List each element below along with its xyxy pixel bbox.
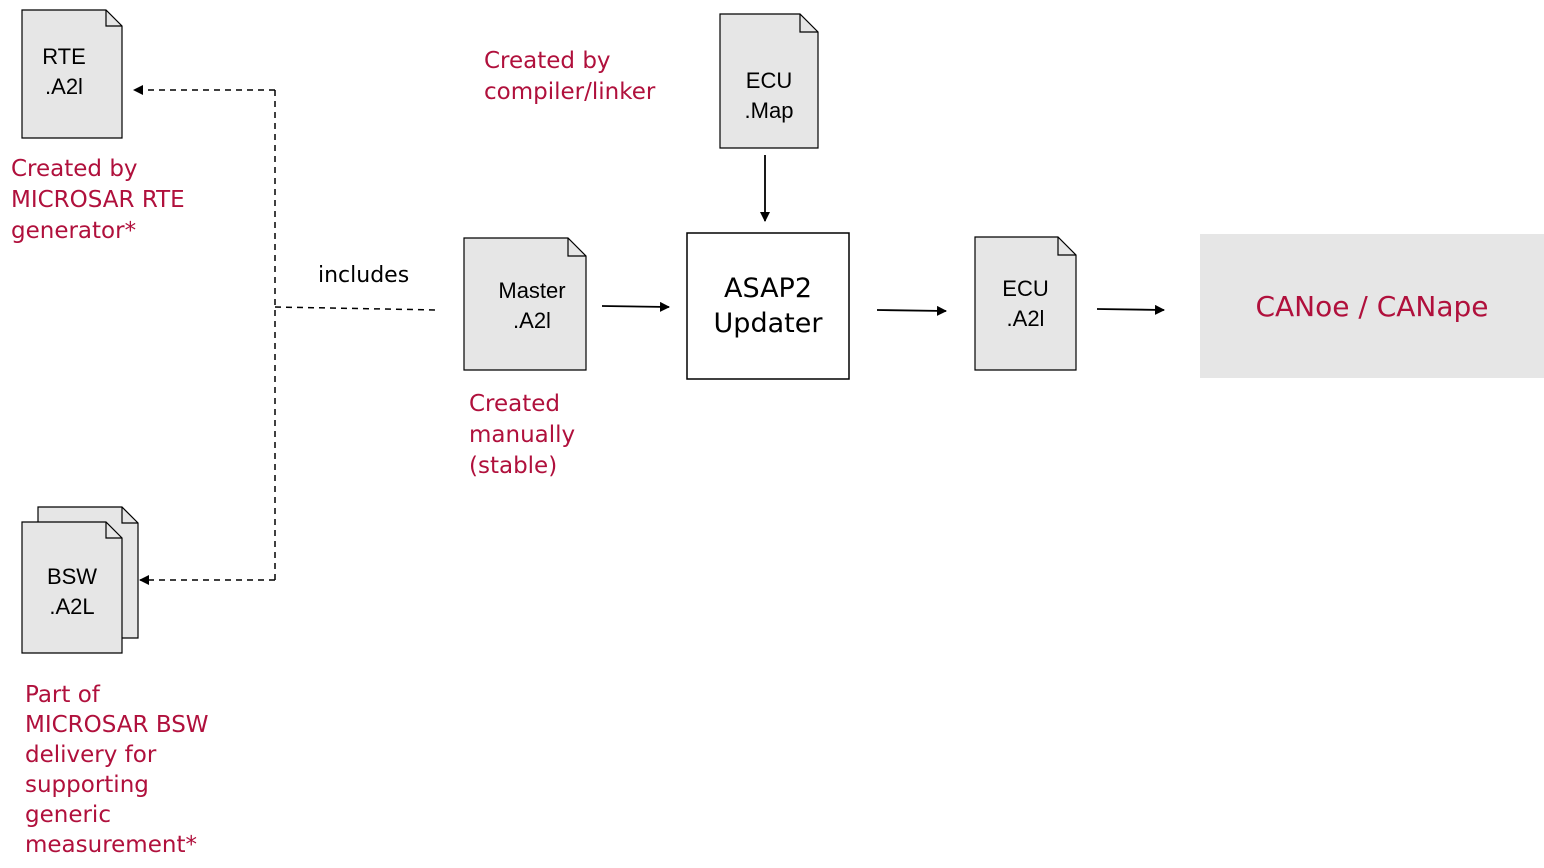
master-note-line: Created xyxy=(469,391,561,417)
arrow-ecu-a2l-to-tool xyxy=(1096,304,1165,315)
bsw-note-line: Part of xyxy=(25,682,100,708)
rte-name: RTE xyxy=(42,44,86,69)
ecu-a2l-document-icon xyxy=(974,236,1077,371)
rte-note-line: generator* xyxy=(11,218,137,244)
ecu-a2l-document-label: ECU .A2l xyxy=(975,274,1076,334)
ecu-map-document-icon xyxy=(719,13,819,149)
canoe-canape-label: CANoe / CANape xyxy=(1255,289,1489,323)
ecu-a2l-name: ECU xyxy=(1002,276,1049,301)
rte-note-line: Created by xyxy=(11,156,138,182)
master-note: Created manually (stable) xyxy=(469,389,575,482)
ecu-map-name: ECU xyxy=(745,68,793,93)
master-document-icon xyxy=(463,237,587,371)
bsw-name: BSW xyxy=(46,564,98,589)
updater-line-2: Updater xyxy=(713,308,823,339)
includes-label: includes xyxy=(318,263,410,288)
ecu-map-extension: .Map xyxy=(744,98,794,123)
ecu-map-document-label: ECU .Map xyxy=(720,66,818,126)
ecu-a2l-extension: .A2l xyxy=(1006,306,1045,331)
master-note-line: manually xyxy=(469,422,576,448)
bsw-note-line: MICROSAR BSW xyxy=(25,712,209,738)
rte-note: Created by MICROSAR RTE generator* xyxy=(11,154,185,247)
includes-connector xyxy=(133,85,439,585)
rte-extension: .A2l xyxy=(45,74,83,99)
bsw-extension: .A2L xyxy=(49,594,95,619)
flow-arrows xyxy=(601,155,1165,316)
bsw-note-line: supporting xyxy=(25,772,149,798)
bsw-note-line: measurement* xyxy=(25,832,197,858)
map-note-line: Created by xyxy=(484,48,611,74)
bsw-note: Part of MICROSAR BSW delivery for suppor… xyxy=(25,680,209,860)
rte-document-label: RTE .A2l xyxy=(22,42,106,102)
map-note-line: compiler/linker xyxy=(484,79,656,105)
arrow-updater-to-ecu-a2l xyxy=(876,305,947,316)
master-extension: .A2l xyxy=(513,308,551,333)
bsw-document-label: BSW .A2L xyxy=(22,562,122,622)
bsw-document-stack-icon xyxy=(21,506,139,654)
arrow-master-to-updater xyxy=(601,301,670,312)
bsw-note-line: delivery for xyxy=(25,742,157,768)
master-note-line: (stable) xyxy=(469,453,558,479)
rte-document-icon xyxy=(21,9,123,139)
canoe-canape-box: CANoe / CANape xyxy=(1200,234,1544,378)
asap2-updater-box xyxy=(686,232,850,380)
master-document-label: Master .A2l xyxy=(478,276,586,336)
updater-line-1: ASAP2 xyxy=(723,273,813,304)
asap2-updater-label: ASAP2 Updater xyxy=(687,271,849,341)
rte-note-line: MICROSAR RTE xyxy=(11,187,185,213)
map-note: Created by compiler/linker xyxy=(484,46,655,108)
master-name: Master xyxy=(498,278,566,303)
bsw-note-line: generic xyxy=(25,802,111,828)
